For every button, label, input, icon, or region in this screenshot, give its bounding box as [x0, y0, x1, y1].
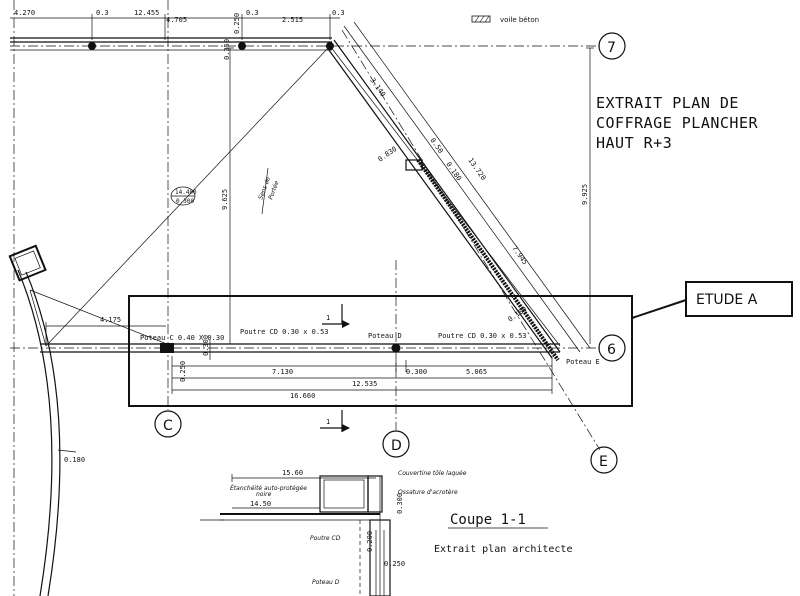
section-beam-label: Poutre CD — [310, 535, 341, 542]
section-dim-top: 15.60 — [282, 469, 303, 477]
dim-vert-a: 9.625 — [221, 189, 229, 210]
section-v-dim3: 0.250 — [384, 560, 405, 568]
dim-diag-a: 3.140 — [368, 77, 387, 99]
top-beam — [10, 14, 340, 51]
title-line3: HAUT R+3 — [596, 134, 672, 152]
section-title: Coupe 1-1 — [450, 512, 526, 528]
dim-lower-total: 16.660 — [290, 392, 315, 400]
section-note-top: Couvertine tôle laquée — [398, 470, 467, 477]
grid-label-7: 7 — [607, 40, 616, 56]
curved-slab-edge — [8, 244, 77, 596]
label-poteau-e: Poteau E — [566, 358, 600, 366]
dim-lower-d: 12.535 — [352, 380, 377, 388]
section-note-left: Étanchéité auto-protégée — [230, 484, 307, 492]
section-v-dim1: 0.300 — [396, 493, 404, 514]
dim-lower-a: 7.130 — [272, 368, 293, 376]
dim-top-e: 0.3 — [246, 9, 259, 17]
grid-label-6: 6 — [607, 342, 616, 358]
dim-top-i: 0.250 — [233, 13, 241, 34]
dim-lower-left: 4.175 — [100, 316, 121, 324]
dim-diag-f: 7.945 — [510, 245, 529, 267]
section-note-mid: Ossature d'acrotère — [398, 489, 458, 496]
slab-tag-top: 14.400 — [175, 189, 197, 196]
etude-a-frame — [128, 295, 633, 407]
dim-diag-c: 13.720 — [466, 157, 487, 182]
dim-lower-v1: 0.300 — [202, 335, 210, 356]
dim-vert-b: 9.925 — [581, 184, 589, 205]
lower-beam — [40, 322, 560, 394]
section-post-label: Poteau D — [312, 579, 340, 586]
dim-top-g: 0.3 — [332, 9, 345, 17]
etude-a-leader — [631, 299, 687, 319]
grid-label-c: C — [163, 418, 173, 434]
diagonal-wall — [325, 21, 591, 362]
section-mark-top-label: 1 — [326, 314, 330, 322]
section-mark-top — [322, 304, 350, 328]
label-poteau-c: Poteau C 0.40 X 0.30 — [140, 334, 224, 342]
section-mark-bottom-label: 1 — [326, 418, 330, 426]
label-poteau-d: Poteau D — [368, 332, 402, 340]
title-line1: EXTRAIT PLAN DE — [596, 94, 739, 112]
section-subtitle: Extrait plan architecte — [434, 544, 572, 555]
dim-top-f: 2.515 — [282, 16, 303, 24]
dim-top-b: 0.3 — [96, 9, 109, 17]
dim-diag-e: 0.830 — [377, 145, 399, 164]
section-detail — [200, 474, 391, 596]
dim-lower-v2: 0.250 — [179, 361, 187, 382]
etude-a-label: ETUDE A — [696, 292, 758, 308]
section-v-dim2: 0.200 — [366, 531, 374, 552]
dim-top-a: 4.270 — [14, 9, 35, 17]
dim-top-h: 0.350 — [223, 39, 231, 60]
legend-label: voile béton — [500, 16, 539, 24]
dim-top-d: 4.705 — [166, 16, 187, 24]
legend-swatch — [471, 15, 491, 23]
section-dim-bottom: 14.50 — [250, 500, 271, 508]
span-arrow — [261, 167, 269, 215]
title-line2: COFFRAGE PLANCHER — [596, 114, 758, 132]
section-mark-bottom — [320, 410, 350, 432]
vertical-dims — [226, 47, 594, 344]
etude-a-box — [685, 281, 793, 317]
dim-lower-b: 0.300 — [406, 368, 427, 376]
label-poutre-cd-right: Poutre CD 0.30 x 0.53 — [438, 332, 527, 340]
slab-tag — [170, 186, 196, 206]
dim-top-c: 12.455 — [134, 9, 159, 17]
grid-label-d: D — [391, 438, 402, 454]
grid-label-e: E — [599, 454, 608, 470]
diagonal-boundary — [29, 45, 561, 347]
dim-curve: 0.180 — [64, 456, 85, 464]
section-note-left2: noire — [256, 491, 272, 498]
label-poutre-cd-left: Poutre CD 0.30 x 0.53 — [240, 328, 329, 336]
dim-diag-d: 0.180 — [444, 161, 463, 183]
dim-lower-c: 5.065 — [466, 368, 487, 376]
grid-axes — [10, 0, 601, 596]
slab-tag-bottom: 0.300 — [176, 198, 194, 205]
grid-bubbles — [154, 32, 626, 474]
